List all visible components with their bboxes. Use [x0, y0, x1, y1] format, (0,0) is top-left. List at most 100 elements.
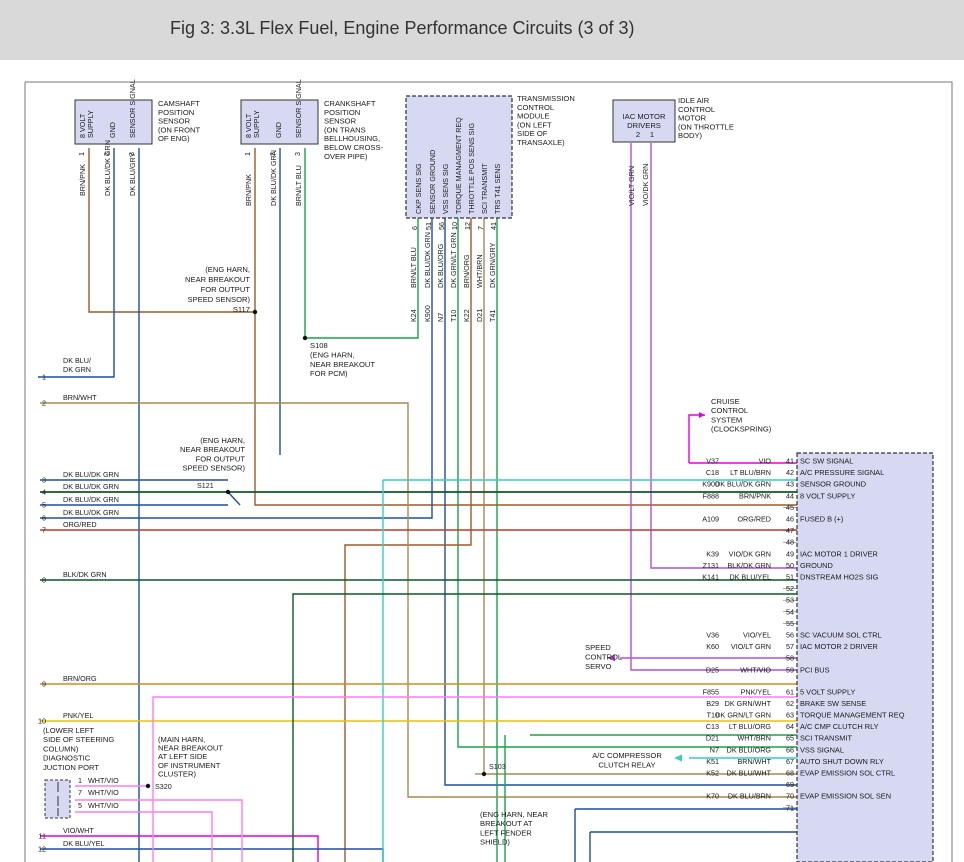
iac-label: IDLE AIR [678, 96, 710, 105]
pcm-pin-number: 43 [786, 480, 794, 489]
s121-label: NEAR BREAKOUT [180, 445, 245, 454]
s108-label: NEAR BREAKOUT [310, 360, 375, 369]
pcm-pin-function: FUSED B (+) [800, 515, 843, 524]
pcm-pin-number: 66 [786, 745, 794, 754]
tcm-pin-label: CKP SENS SIG [414, 163, 423, 214]
crankshaft-label: OVER PIPE) [324, 152, 368, 161]
pcm-module [796, 452, 934, 862]
pcm-pin-number: 55 [786, 619, 794, 628]
pcm-wire-color: LT BLU/BRN [730, 468, 771, 477]
pcm-circuit-id: V37 [706, 457, 719, 466]
wire-tcm-vss [444, 218, 797, 786]
tcm-module [405, 95, 513, 219]
tcm-circuit-label: D21 [475, 309, 484, 322]
pcm-pin-number: 50 [786, 561, 794, 570]
pcm-wire-color: VIO/LT GRN [731, 642, 771, 651]
crankshaft-pin-label: GND [274, 122, 283, 138]
pcm-wire-color: DK GRN/WHT [725, 699, 772, 708]
tcm-wire-label: WHT/BRN [475, 254, 484, 288]
pcm-wire-color: DK BLU/YEL [729, 573, 771, 582]
tcm-wire-label: DK GRN/LT GRN [449, 232, 458, 288]
pcm-pin-number: 44 [786, 491, 794, 500]
pcm-pin-function: GROUND [800, 561, 833, 570]
harness-row-number: 5 [42, 501, 46, 510]
pcm-wire-color: DK BLU/BRN [728, 792, 771, 801]
pcm-pin-number: 46 [786, 515, 794, 524]
pcm-circuit-id: Z131 [703, 561, 719, 570]
crankshaft-label: BELOW CROSS- [324, 143, 384, 152]
pcm-wire-color: LT BLU/ORG [729, 722, 771, 731]
pcm-pin-function: VSS SIGNAL [800, 745, 844, 754]
crankshaft-pin-label: SENSOR SIGNAL [294, 79, 303, 138]
pcm-wire-color: VIO/YEL [743, 631, 771, 640]
tcm-pin-number: 41 [489, 222, 498, 230]
harness-row-number: 9 [42, 680, 46, 689]
tcm-label: SIDE OF [517, 129, 548, 138]
ac-relay-label: A/C COMPRESSOR [592, 751, 662, 760]
tcm-pin-number: 7 [476, 226, 485, 230]
pcm-pin-number: 57 [786, 642, 794, 651]
tcm-label: CONTROL [517, 103, 554, 112]
crankshaft-pin-number: 2 [268, 152, 277, 156]
harness-row-wire: DK BLU/YEL [63, 839, 105, 848]
iac-wire-label: VIO/LT GRN [627, 166, 636, 206]
pcm-circuit-id: K52 [706, 769, 719, 778]
pcm-pin-number: 59 [786, 665, 794, 674]
s320-id: S320 [155, 782, 172, 791]
pcm-pin-number: 47 [786, 526, 794, 535]
crankshaft-pin-label: SUPPLY [252, 110, 261, 138]
tcm-pin-label: TORQUE MANAGMENT REQ [454, 117, 463, 214]
crankshaft-pin-label: 8 VOLT [244, 113, 253, 138]
pcm-circuit-id: F855 [703, 687, 719, 696]
pcm-wire-color: PNK/YEL [741, 687, 771, 696]
crankshaft-sensor-connector [240, 99, 319, 145]
wire-iac-1 [650, 143, 797, 569]
s103-label: SHIELD) [480, 838, 510, 847]
tcm-label: TRANSAXLE) [517, 138, 565, 147]
harness-row-number: 6 [42, 514, 46, 523]
pcm-circuit-id: D21 [706, 734, 719, 743]
tcm-wire-label: DK BLU/ORG [436, 243, 445, 288]
cruise-label: (CLOCKSPRING) [711, 425, 772, 434]
pcm-pin-number: 64 [786, 722, 794, 731]
pcm-circuit-id: K141 [702, 573, 719, 582]
pcm-circuit-id: K51 [706, 757, 719, 766]
pcm-wire-color: ORG/RED [737, 515, 771, 524]
wire-iac-2 [630, 143, 797, 671]
crankshaft-label: BELLHOUSING, [324, 134, 380, 143]
component-layer [44, 95, 934, 862]
tcm-circuit-label: K22 [462, 309, 471, 322]
tcm-wire-label: BRN/ORG [462, 254, 471, 288]
harness-row-wire: BRN/ORG [63, 674, 97, 683]
tcm-pin-label: TRS T41 SENS [493, 164, 502, 214]
harness-row-number: 11 [39, 832, 46, 841]
pcm-pin-number: 53 [786, 596, 794, 605]
pcm-pin-number: 62 [786, 699, 794, 708]
ac-relay-arrow [674, 754, 682, 762]
iac-title: IAC MOTOR [623, 112, 666, 121]
tcm-pin-number: 12 [463, 222, 472, 230]
wire-row2-asd [40, 402, 797, 798]
speed-control-label: SERVO [585, 662, 612, 671]
camshaft-label: SENSOR [158, 117, 191, 126]
dlc-label: (LOWER LEFT [43, 726, 94, 735]
camshaft-wire-label: BRN/PNK [78, 164, 87, 196]
harness-row-number: 3 [42, 476, 46, 485]
pcm-pin-function: IAC MOTOR 1 DRIVER [800, 549, 878, 558]
iac-label: MOTOR [678, 114, 707, 123]
pcm-pin-function: SCI TRANSMIT [800, 734, 852, 743]
pcm-pin-number: 61 [786, 687, 794, 696]
wire-ho2s [292, 593, 797, 862]
pcm-pin-function: AUTO SHUT DOWN RLY [800, 757, 884, 766]
pcm-pin-number: 52 [786, 584, 794, 593]
harness-row-wire: PNK/YEL [63, 711, 93, 720]
harness-row-number: 10 [38, 717, 46, 726]
s108-label: FOR PCM) [310, 369, 348, 378]
s121-label: (ENG HARN, [200, 436, 245, 445]
wire-tcm-sensor-ground [40, 218, 433, 519]
dlc-label: SIDE OF STEERING [43, 735, 114, 744]
s117-label: FOR OUTPUT [201, 285, 251, 294]
harness-row-number: 4 [42, 488, 46, 497]
iac-pin-number: 1 [650, 130, 654, 139]
pcm-wire-color: DK BLU/DK GRN [715, 480, 771, 489]
